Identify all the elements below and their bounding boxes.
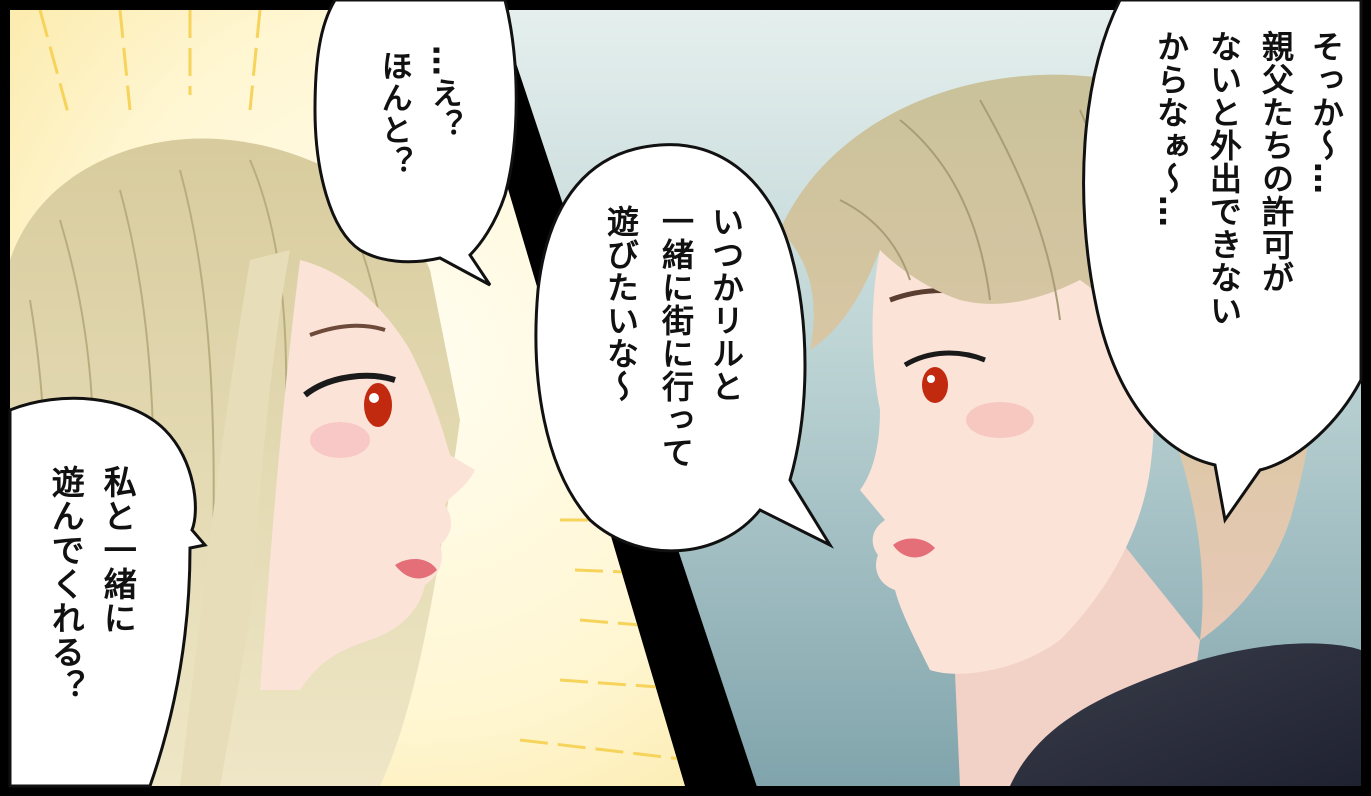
boy-top-line-4: からなぁ～…: [1151, 30, 1190, 228]
girl-eye-highlight: [369, 393, 379, 403]
speech-bubble-girl-top: [313, 0, 518, 287]
boy-jacket: [1010, 643, 1361, 786]
boy-face: [860, 226, 1154, 674]
boy-eyelashes: [903, 350, 986, 368]
speech-bubble-girl-bottom: [8, 396, 208, 788]
boy-middle-line-3: 遊びたいな～: [601, 205, 640, 403]
girl-mouth: [395, 558, 437, 579]
girl-top-line-1: …え？: [425, 45, 462, 141]
girl-eyelashes: [303, 372, 396, 398]
boy-blush: [966, 402, 1034, 438]
girl-hair-front: [180, 250, 290, 786]
speech-bubble-boy-top: [1082, 0, 1363, 524]
boy-middle-line-2: 一緒に街に行って: [656, 205, 695, 469]
boy-eye: [922, 367, 948, 403]
boy-top-line-3: ないと外出できない: [1204, 30, 1243, 327]
girl-top-line-2: ほんと？: [375, 50, 412, 178]
girl-face: [260, 260, 475, 690]
boy-middle-line-1: いつかリルと: [706, 205, 745, 403]
girl-bottom-line-1: 私と一緒に: [98, 465, 138, 635]
girl-eyebrow: [309, 323, 386, 337]
speech-bubble-boy-middle: [534, 143, 835, 553]
boy-top-line-2: 親父たちの許可が: [1256, 30, 1295, 294]
boy-top-line-1: そっか～…: [1306, 30, 1345, 195]
girl-eye: [364, 383, 392, 427]
boy-eye-highlight: [927, 375, 935, 383]
boy-mouth: [893, 538, 935, 558]
girl-bottom-line-2: 遊んでくれる？: [46, 465, 86, 703]
girl-blush: [310, 422, 370, 458]
